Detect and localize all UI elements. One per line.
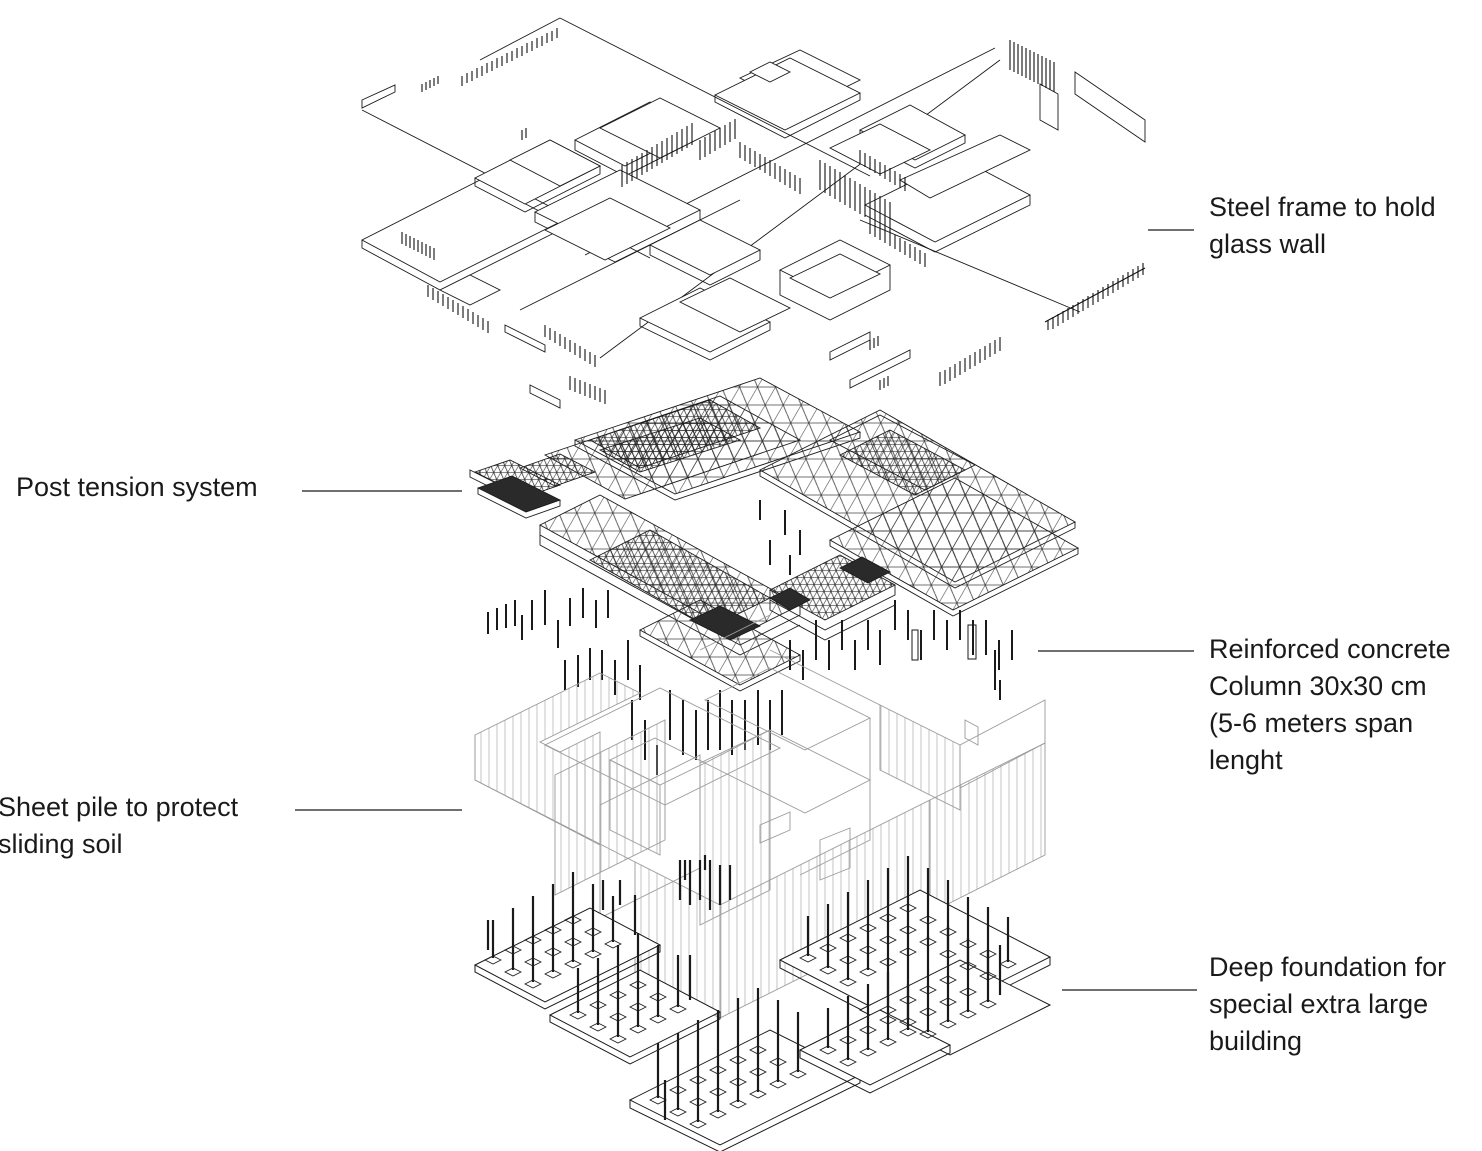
label-steel-frame: Steel frame to hold glass wall bbox=[1209, 189, 1436, 263]
label-column: Reinforced concrete Column 30x30 cm (5-6… bbox=[1209, 631, 1451, 779]
steel-frame-layer bbox=[361, 17, 1146, 493]
label-line: Steel frame to hold bbox=[1209, 192, 1436, 222]
leader-lines bbox=[295, 229, 1197, 991]
label-line: Sheet pile to protect bbox=[0, 792, 239, 822]
label-line: special extra large bbox=[1209, 989, 1429, 1019]
label-line: glass wall bbox=[1209, 229, 1327, 259]
label-post-tension: Post tension system bbox=[16, 469, 258, 506]
label-foundation: Deep foundation for special extra large … bbox=[1209, 949, 1446, 1060]
label-line: Column 30x30 cm bbox=[1209, 671, 1427, 701]
label-line: sliding soil bbox=[0, 829, 123, 859]
label-line: Reinforced concrete bbox=[1209, 634, 1451, 664]
post-tension-layer bbox=[473, 377, 1079, 692]
label-line: lenght bbox=[1209, 745, 1283, 775]
label-sheet-pile: Sheet pile to protect sliding soil bbox=[0, 789, 238, 863]
sheet-pile-layer bbox=[474, 614, 1046, 1019]
label-line: Deep foundation for bbox=[1209, 952, 1447, 982]
label-line: Post tension system bbox=[16, 472, 258, 502]
foundation-layer bbox=[473, 855, 1052, 1151]
label-line: building bbox=[1209, 1026, 1303, 1056]
label-line: (5-6 meters span bbox=[1209, 708, 1414, 738]
